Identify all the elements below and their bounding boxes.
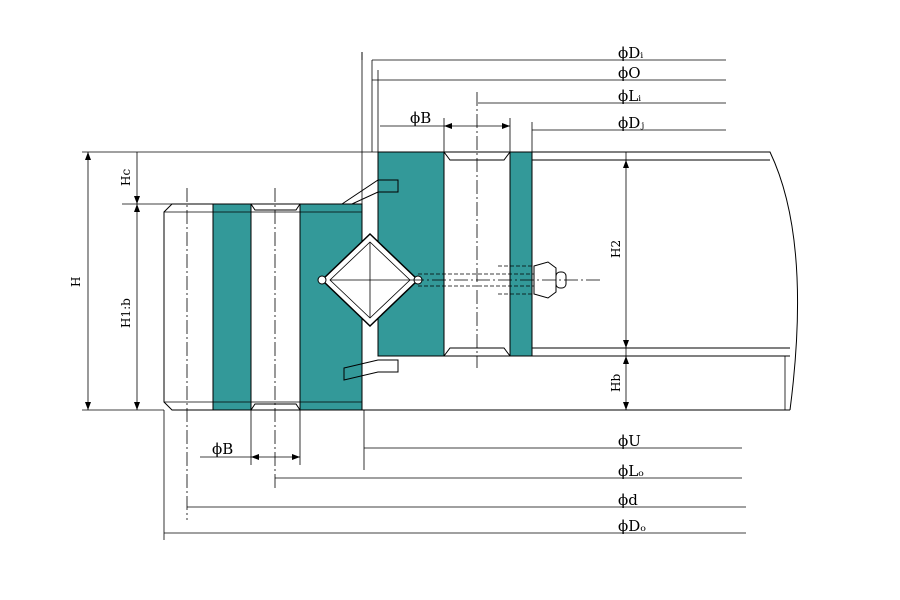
label-phi-o: ϕO: [618, 64, 641, 82]
label-phi-d: ϕd: [618, 491, 638, 509]
label-phi-li: ϕLᵢ: [618, 87, 641, 105]
top-seal: [340, 179, 399, 205]
outer-ring-bolt-hole-chamfer-top: [250, 203, 301, 211]
outer-ring-bolt-hole-chamfer-bottom: [250, 403, 301, 411]
label-phi-do: ϕDₒ: [618, 517, 646, 535]
label-h: H: [69, 277, 83, 287]
inner-ring-teal-right: [509, 151, 533, 357]
outer-ring-edge: [163, 203, 214, 411]
label-phi-u: ϕU: [618, 432, 641, 450]
grease-nipple: [533, 261, 557, 299]
label-hb: Hb: [609, 374, 623, 392]
outer-ring-bolt-hole: [250, 203, 301, 411]
bottom-seal: [343, 359, 399, 381]
label-phi-di-top: ϕDᵢ: [618, 44, 643, 62]
mounting-structure-outline: [532, 151, 799, 411]
grease-fitting: [410, 261, 600, 299]
label-hc: Hc: [119, 169, 133, 186]
label-phi-lo: ϕLₒ: [618, 462, 644, 480]
outer-ring: [163, 203, 363, 411]
label-phi-b-bottom: ϕB: [212, 440, 233, 458]
label-h2: H2: [609, 240, 623, 258]
height-dimensions: [82, 151, 629, 411]
raceway: [317, 232, 423, 328]
inner-ring: [362, 151, 799, 411]
label-phi-dj: ϕDⱼ: [618, 114, 644, 132]
top-dimensions: [361, 52, 726, 204]
ball-left: [317, 275, 327, 285]
label-h1b: H1:b: [119, 298, 133, 328]
bottom-dimensions: [163, 410, 746, 540]
outer-ring-teal-left: [212, 203, 252, 411]
label-phi-b-top: ϕB: [410, 109, 431, 127]
seals: [340, 179, 399, 381]
